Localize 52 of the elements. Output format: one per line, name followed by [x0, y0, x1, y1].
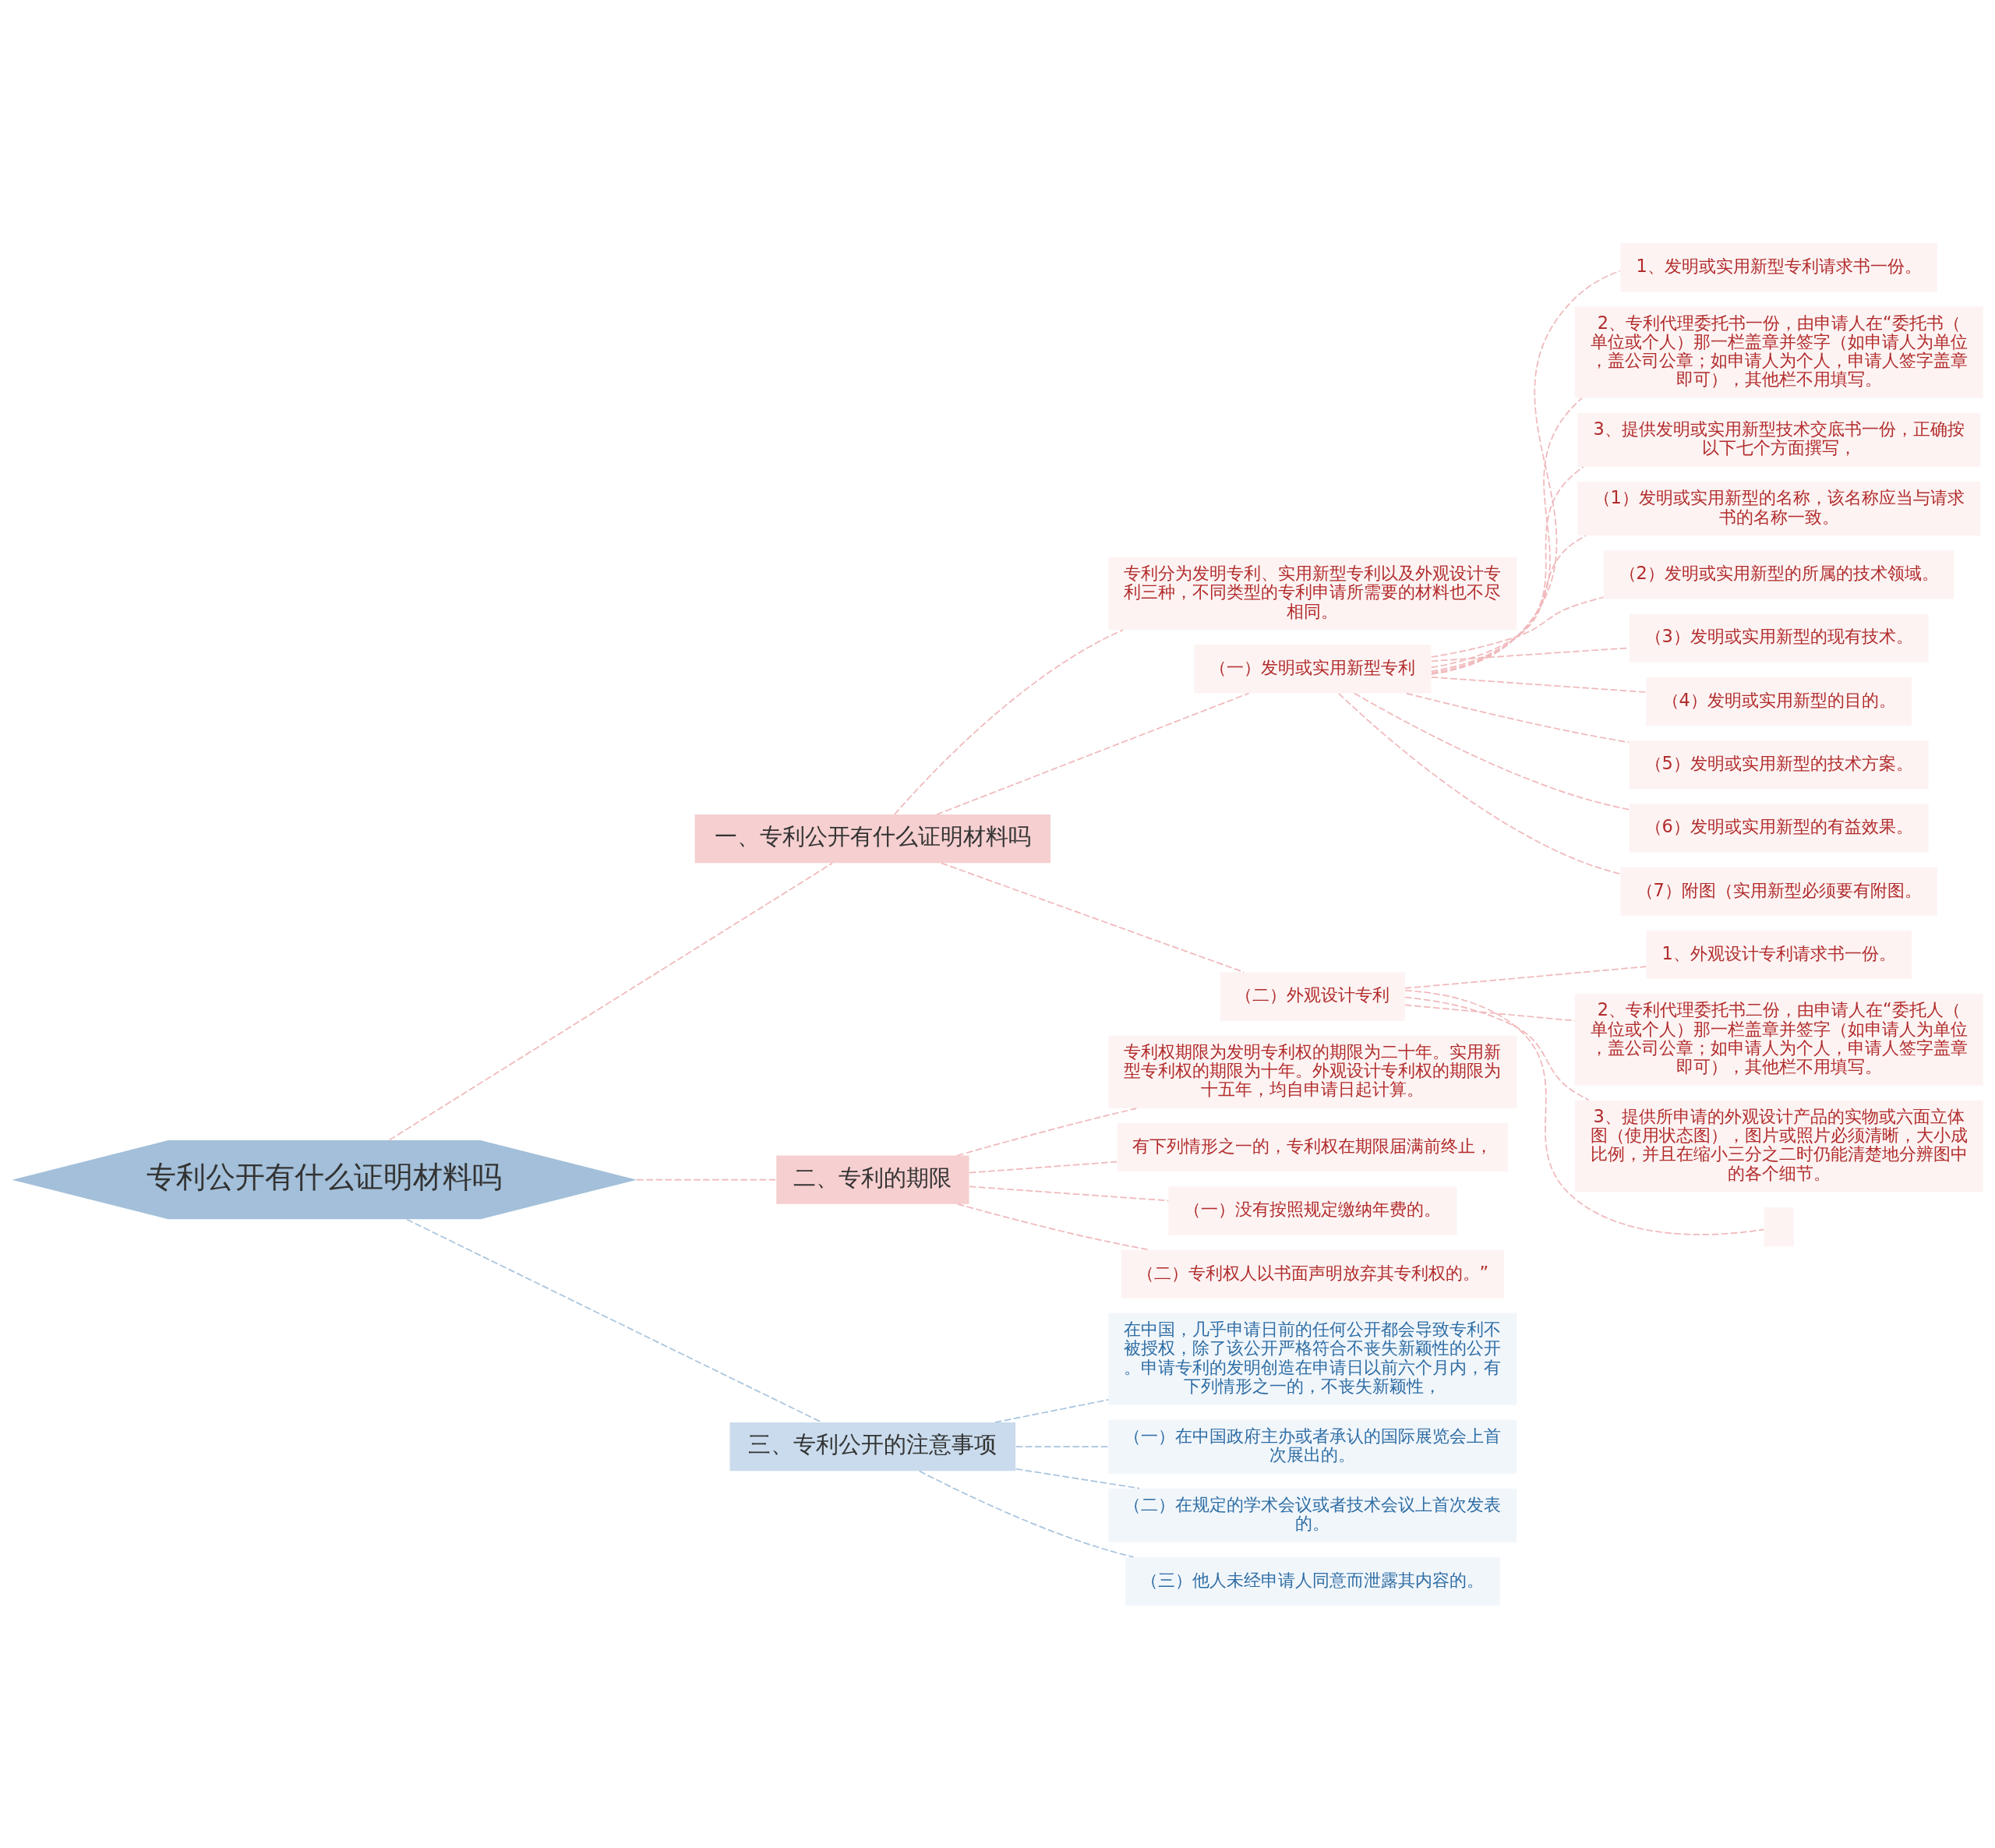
node-box: 专利权期限为发明专利权的期限为二十年。实用新型专利权的期限为十年。外观设计专利权的期限为十五年，均自申请日起计算。	[1108, 1035, 1517, 1108]
node-box: （一）在中国政府主办或者承认的国际展览会上首次展出的。	[1108, 1419, 1517, 1474]
connector	[1406, 692, 1630, 743]
connector	[1338, 692, 1622, 875]
node-box: 1、外观设计专利请求书一份。	[1646, 930, 1912, 979]
node-box: （二）外观设计专利	[1220, 971, 1405, 1021]
connector	[1431, 270, 1621, 675]
connector	[956, 1107, 1138, 1156]
node-box: 三、专利公开的注意事项	[729, 1422, 1016, 1471]
connector	[957, 1203, 1150, 1250]
node-box: （二）在规定的学术会议或者技术会议上首次发表的。	[1108, 1488, 1517, 1542]
connector	[936, 692, 1250, 815]
node-box: 有下列情形之一的，专利权在期限届满前终止，	[1117, 1122, 1509, 1171]
connector	[1015, 1468, 1141, 1489]
node-box: 2、专利代理委托书二份，由申请人在“委托人（单位或个人）那一栏盖章并签字（如申请人为单位，盖公司公章；如申请人为个人，申请人签字盖章即可），其他栏不用填写。	[1574, 993, 1983, 1086]
node-box: 1、发明或实用新型专利请求书一份。	[1620, 242, 1937, 292]
connector	[969, 1185, 1170, 1201]
connector	[1430, 534, 1587, 668]
node-box: 专利分为发明专利、实用新型专利以及外观设计专利三种，不同类型的专利申请所需要的材料也不尽相同。	[1108, 557, 1517, 630]
node-box: 一、专利公开有什么证明材料吗	[694, 814, 1051, 863]
connector	[1404, 996, 1590, 1101]
connector	[941, 862, 1245, 973]
connector	[1431, 595, 1605, 658]
connector	[1404, 989, 1765, 1235]
node-box: 3、提供所申请的外观设计产品的实物或六面立体图（使用状态图），图片或照片必须清晰，大小成比例，并且在缩小三分之二时仍能清楚地分辨图中的各个细节。	[1574, 1100, 1983, 1192]
node-box: 3、提供发明或实用新型技术交底书一份，正确按以下七个方面撰写，	[1577, 412, 1981, 467]
node-box: 二、专利的期限	[776, 1155, 969, 1204]
node-box: （三）他人未经申请人同意而泄露其内容的。	[1125, 1556, 1500, 1606]
connector	[894, 629, 1124, 815]
connector	[636, 1178, 777, 1181]
node-box: （6）发明或实用新型的有益效果。	[1629, 803, 1929, 852]
node-box: 在中国，几乎申请日前的任何公开都会导致专利不被授权，除了该公开严格符合不丧失新颖性的公开。申请专利的发明创造在申请日以前六个月内，有下列情形之一的，不丧失新颖性，	[1108, 1313, 1517, 1405]
connector	[1431, 676, 1647, 693]
connector	[1404, 965, 1647, 989]
node-box: （一）发明或实用新型专利	[1194, 644, 1432, 693]
node-box: （2）发明或实用新型的所属的技术领域。	[1603, 549, 1954, 599]
connector	[388, 862, 833, 1140]
node-box: （5）发明或实用新型的技术方案。	[1629, 740, 1929, 789]
node-box: （1）发明或实用新型的名称，该名称应当与请求书的名称一致。	[1577, 481, 1981, 535]
node-box: 2、专利代理委托书一份，由申请人在“委托书（单位或个人）那一栏盖章并签字（如申请人为单位，盖公司公章；如申请人为个人，申请人签字盖章即可），其他栏不用填写。	[1574, 306, 1983, 398]
node-box: （一）没有按照规定缴纳年费的。	[1168, 1185, 1457, 1235]
connector	[969, 1161, 1118, 1173]
node-box	[1764, 1207, 1794, 1246]
connector	[1430, 465, 1584, 672]
connector	[1015, 1445, 1110, 1447]
node-box: （7）附图（实用新型必须要有附图。	[1620, 867, 1937, 916]
connector	[1354, 692, 1630, 810]
connector	[1431, 397, 1583, 673]
connector	[918, 1470, 1135, 1558]
node-box: （4）发明或实用新型的目的。	[1646, 677, 1912, 726]
node-box: （二）专利权人以书面声明放弃其专利权的。”	[1121, 1249, 1504, 1299]
connector	[994, 1398, 1110, 1423]
